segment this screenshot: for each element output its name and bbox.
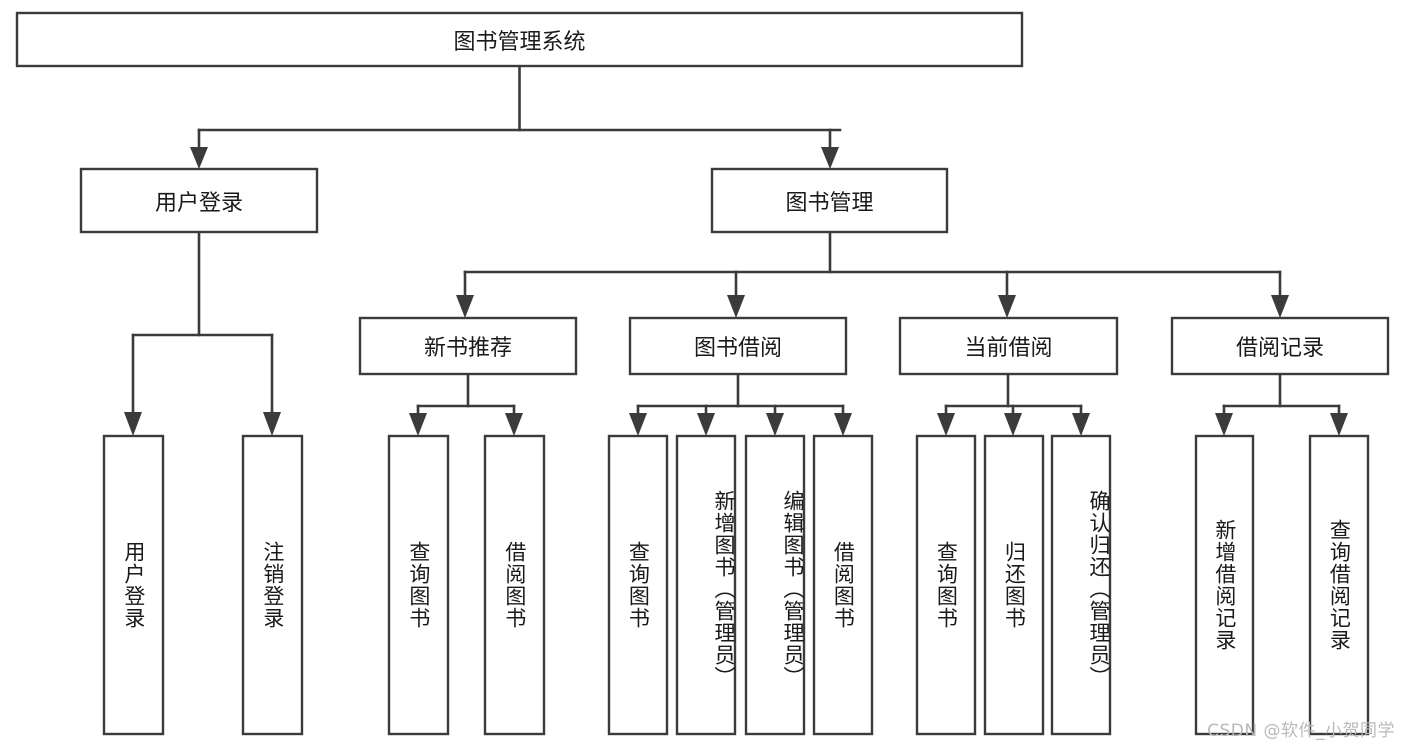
arrow-head-leaf-return-book — [1004, 413, 1022, 436]
connectors-borrow-record-to-leaves — [1215, 372, 1348, 436]
node-box-leaf-query-borrow-record[interactable] — [1308, 434, 1370, 736]
arrow-head-leaf-add-borrow-record — [1215, 413, 1233, 436]
arrow-head-leaf-borrow-book-recommend — [505, 413, 523, 436]
node-box-leaf-logout-login[interactable] — [241, 434, 304, 736]
node-box-new-book-recommend[interactable] — [358, 316, 578, 376]
arrow-head-leaf-user-login — [124, 412, 142, 436]
arrow-head-leaf-query-book-borrow — [629, 413, 647, 436]
node-box-root[interactable] — [15, 11, 1024, 68]
arrow-head-leaf-edit-book-admin — [766, 413, 784, 436]
arrow-head-leaf-query-book-current — [937, 413, 955, 436]
arrow-head-book-management — [821, 147, 839, 169]
connectors-current-borrow-to-leaves — [937, 372, 1090, 436]
node-box-leaf-edit-book-admin[interactable] — [744, 434, 806, 736]
node-box-borrow-record[interactable] — [1170, 316, 1390, 376]
node-box-leaf-borrow-book-recommend[interactable] — [483, 434, 546, 736]
node-box-book-management[interactable] — [710, 167, 949, 234]
arrow-head-book-borrow — [727, 295, 745, 318]
arrow-head-leaf-logout-login — [263, 412, 281, 436]
node-box-user-login[interactable] — [79, 167, 319, 234]
arrow-head-leaf-query-borrow-record — [1330, 413, 1348, 436]
connectors-user-login-to-leaves — [124, 230, 281, 436]
node-box-leaf-return-book[interactable] — [983, 434, 1045, 736]
node-box-leaf-user-login[interactable] — [102, 434, 165, 736]
arrow-head-new-book-recommend — [456, 295, 474, 318]
arrow-head-leaf-confirm-return-admin — [1072, 413, 1090, 436]
node-box-leaf-query-book-recommend[interactable] — [387, 434, 450, 736]
arrow-head-leaf-query-book-recommend — [409, 413, 427, 436]
node-box-leaf-add-borrow-record[interactable] — [1194, 434, 1255, 736]
arrow-head-borrow-record — [1271, 295, 1289, 318]
node-box-book-borrow[interactable] — [628, 316, 848, 376]
arrow-head-leaf-add-book-admin — [697, 413, 715, 436]
connectors-new-book-recommend-to-leaves — [409, 372, 523, 436]
node-box-leaf-query-book-borrow[interactable] — [607, 434, 669, 736]
arrow-head-current-borrow — [998, 295, 1016, 318]
connectors-book-borrow-to-leaves — [629, 372, 852, 436]
arrow-head-leaf-borrow-book — [834, 413, 852, 436]
node-box-leaf-query-book-current[interactable] — [915, 434, 977, 736]
connectors-root-to-level2 — [190, 64, 842, 169]
node-box-leaf-borrow-book[interactable] — [812, 434, 874, 736]
node-box-leaf-add-book-admin[interactable] — [675, 434, 737, 736]
node-box-current-borrow[interactable] — [898, 316, 1119, 376]
connectors-book-management-to-level3 — [456, 230, 1289, 318]
node-box-leaf-confirm-return-admin[interactable] — [1050, 434, 1112, 736]
arrow-head-user-login — [190, 147, 208, 169]
